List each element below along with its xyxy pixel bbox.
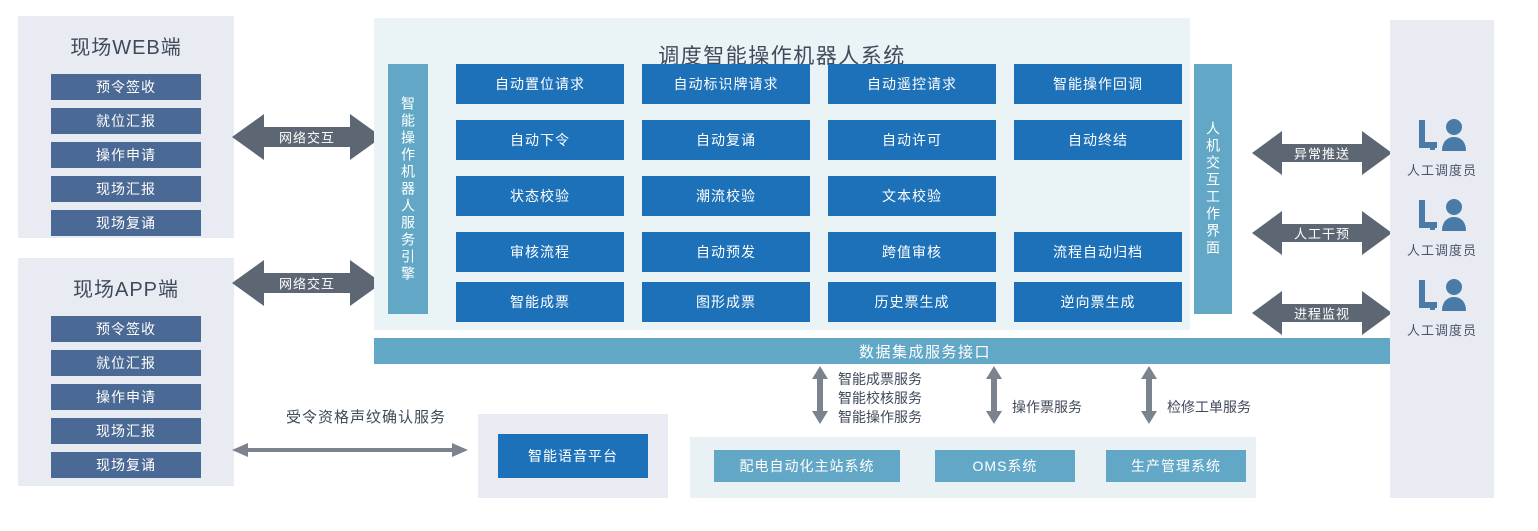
web-client-panel: 现场WEB端 预令签收 就位汇报 操作申请 现场汇报 现场复诵 (18, 16, 234, 238)
operator-desk-icon (1419, 199, 1466, 231)
function-card-reverse-ticket[interactable]: 逆向票生成 (1014, 282, 1182, 322)
service-line-0-1: 智能校核服务 (838, 390, 922, 406)
function-card-smart-ticket[interactable]: 智能成票 (456, 282, 624, 322)
voice-platform-panel: 智能语音平台 (478, 414, 668, 498)
service-line-2-0: 检修工单服务 (1167, 399, 1251, 415)
function-card-auto-sign-request[interactable]: 自动标识牌请求 (642, 64, 810, 104)
system-box-production-management[interactable]: 生产管理系统 (1106, 450, 1246, 482)
function-card-auto-prerelease[interactable]: 自动预发 (642, 232, 810, 272)
voice-platform-box[interactable]: 智能语音平台 (498, 434, 648, 478)
voiceprint-arrow (232, 440, 468, 460)
function-card-smart-operation-callback[interactable]: 智能操作回调 (1014, 64, 1182, 104)
voiceprint-service-label: 受令资格声纹确认服务 (285, 409, 446, 426)
data-integration-service-bar: 数据集成服务接口 (374, 338, 1476, 364)
horizontal-double-arrow-icon (232, 443, 468, 457)
robot-system-title: 调度智能操作机器人系统 (658, 45, 906, 68)
app-client-item-2[interactable]: 操作申请 (51, 384, 201, 410)
manual-intervention-arrow: 人工干预 (1252, 208, 1392, 258)
web-client-item-0[interactable]: 预令签收 (51, 74, 201, 100)
operators-panel: 人工调度员 人工调度员 人工调度员 (1390, 20, 1494, 498)
operator-icon-1 (1390, 198, 1494, 236)
network-interaction-arrow-app: 网络交互 (232, 256, 382, 310)
web-client-title: 现场WEB端 (70, 37, 182, 59)
function-card-state-check[interactable]: 状态校验 (456, 176, 624, 216)
function-card-auto-repeat[interactable]: 自动复诵 (642, 120, 810, 160)
system-box-distribution-automation[interactable]: 配电自动化主站系统 (714, 450, 900, 482)
function-card-auto-order[interactable]: 自动下令 (456, 120, 624, 160)
operator-caption-1: 人工调度员 (1406, 243, 1477, 258)
function-card-auto-finish[interactable]: 自动终结 (1014, 120, 1182, 160)
service-label-group-2: 检修工单服务 (1167, 398, 1251, 417)
robot-service-engine-bar: 智能操作机器人服务引擎 (388, 64, 428, 314)
web-client-item-4[interactable]: 现场复诵 (51, 210, 201, 236)
double-arrow-icon (1252, 291, 1392, 335)
double-arrow-icon (1252, 211, 1392, 255)
robot-system-panel: 调度智能操作机器人系统 智能操作机器人服务引擎 人机交互工作界面 自动置位请求 … (374, 18, 1232, 330)
service-line-1-0: 操作票服务 (1012, 399, 1082, 415)
service-line-0-2: 智能操作服务 (838, 409, 922, 425)
app-client-item-0[interactable]: 预令签收 (51, 316, 201, 342)
app-client-item-3[interactable]: 现场汇报 (51, 418, 201, 444)
operator-icon-2 (1390, 278, 1494, 316)
service-label-group-1: 操作票服务 (1012, 398, 1082, 417)
function-card-auto-position-request[interactable]: 自动置位请求 (456, 64, 624, 104)
vertical-double-arrow-icon (812, 366, 828, 424)
function-card-auto-archive[interactable]: 流程自动归档 (1014, 232, 1182, 272)
app-client-title: 现场APP端 (72, 279, 180, 301)
service-arrow-1 (985, 366, 1003, 424)
human-machine-interface-bar: 人机交互工作界面 (1194, 64, 1232, 314)
double-arrow-icon (232, 260, 382, 306)
vertical-double-arrow-icon (1141, 366, 1157, 424)
web-client-item-2[interactable]: 操作申请 (51, 142, 201, 168)
double-arrow-icon (232, 114, 382, 160)
process-monitor-arrow: 进程监视 (1252, 288, 1392, 338)
function-card-cross-shift-review[interactable]: 跨值审核 (828, 232, 996, 272)
service-line-0-0: 智能成票服务 (838, 371, 922, 387)
app-client-panel: 现场APP端 预令签收 就位汇报 操作申请 现场汇报 现场复诵 (18, 258, 234, 486)
service-arrow-0 (811, 366, 829, 424)
vertical-double-arrow-icon (986, 366, 1002, 424)
function-card-graphic-ticket[interactable]: 图形成票 (642, 282, 810, 322)
operator-icon-0 (1390, 118, 1494, 156)
service-arrow-2 (1140, 366, 1158, 424)
service-label-group-0: 智能成票服务 智能校核服务 智能操作服务 (838, 370, 922, 427)
function-card-history-ticket[interactable]: 历史票生成 (828, 282, 996, 322)
operator-desk-icon (1419, 279, 1466, 311)
function-card-powerflow-check[interactable]: 潮流校验 (642, 176, 810, 216)
operator-desk-icon (1419, 119, 1466, 151)
function-card-review-process[interactable]: 审核流程 (456, 232, 624, 272)
app-client-item-4[interactable]: 现场复诵 (51, 452, 201, 478)
function-card-text-check[interactable]: 文本校验 (828, 176, 996, 216)
web-client-item-3[interactable]: 现场汇报 (51, 176, 201, 202)
operator-caption-0: 人工调度员 (1406, 163, 1477, 178)
function-card-auto-permit[interactable]: 自动许可 (828, 120, 996, 160)
double-arrow-icon (1252, 131, 1392, 175)
operator-caption-2: 人工调度员 (1406, 323, 1477, 338)
external-systems-panel: 配电自动化主站系统 OMS系统 生产管理系统 (690, 437, 1256, 498)
web-client-item-1[interactable]: 就位汇报 (51, 108, 201, 134)
network-interaction-arrow-web: 网络交互 (232, 110, 382, 164)
app-client-item-1[interactable]: 就位汇报 (51, 350, 201, 376)
system-box-oms[interactable]: OMS系统 (935, 450, 1075, 482)
exception-push-arrow: 异常推送 (1252, 128, 1392, 178)
function-card-auto-remote-request[interactable]: 自动遥控请求 (828, 64, 996, 104)
